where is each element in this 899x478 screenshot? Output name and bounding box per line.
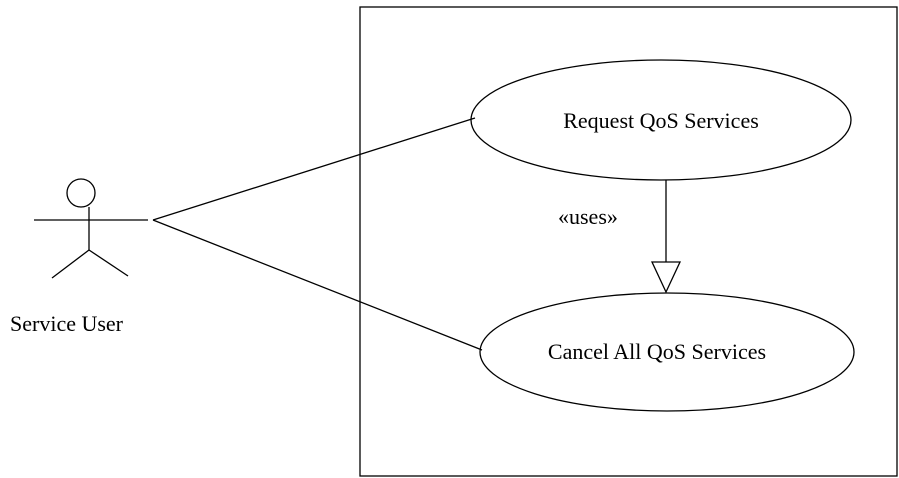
use-case-request-qos: Request QoS Services: [470, 59, 852, 181]
use-case-cancel-ellipse: [479, 292, 855, 412]
system-boundary: [359, 6, 898, 477]
use-case-cancel-qos: Cancel All QoS Services: [479, 292, 855, 412]
use-case-request-label: Request QoS Services: [563, 108, 759, 133]
association-cancel: [152, 219, 483, 351]
uses-stereotype-label: «uses»: [558, 204, 618, 229]
uses-arrowhead: [650, 261, 682, 294]
actor-head: [66, 178, 96, 208]
actor-name: Service User: [10, 311, 124, 336]
use-case-request-ellipse: [470, 59, 852, 181]
actor-figure: [34, 178, 148, 279]
use-case-cancel-label: Cancel All QoS Services: [548, 339, 766, 364]
uses-relationship: [650, 180, 682, 294]
actor-left-leg: [51, 249, 90, 279]
actor-right-leg: [88, 249, 129, 277]
association-request: [152, 117, 476, 221]
